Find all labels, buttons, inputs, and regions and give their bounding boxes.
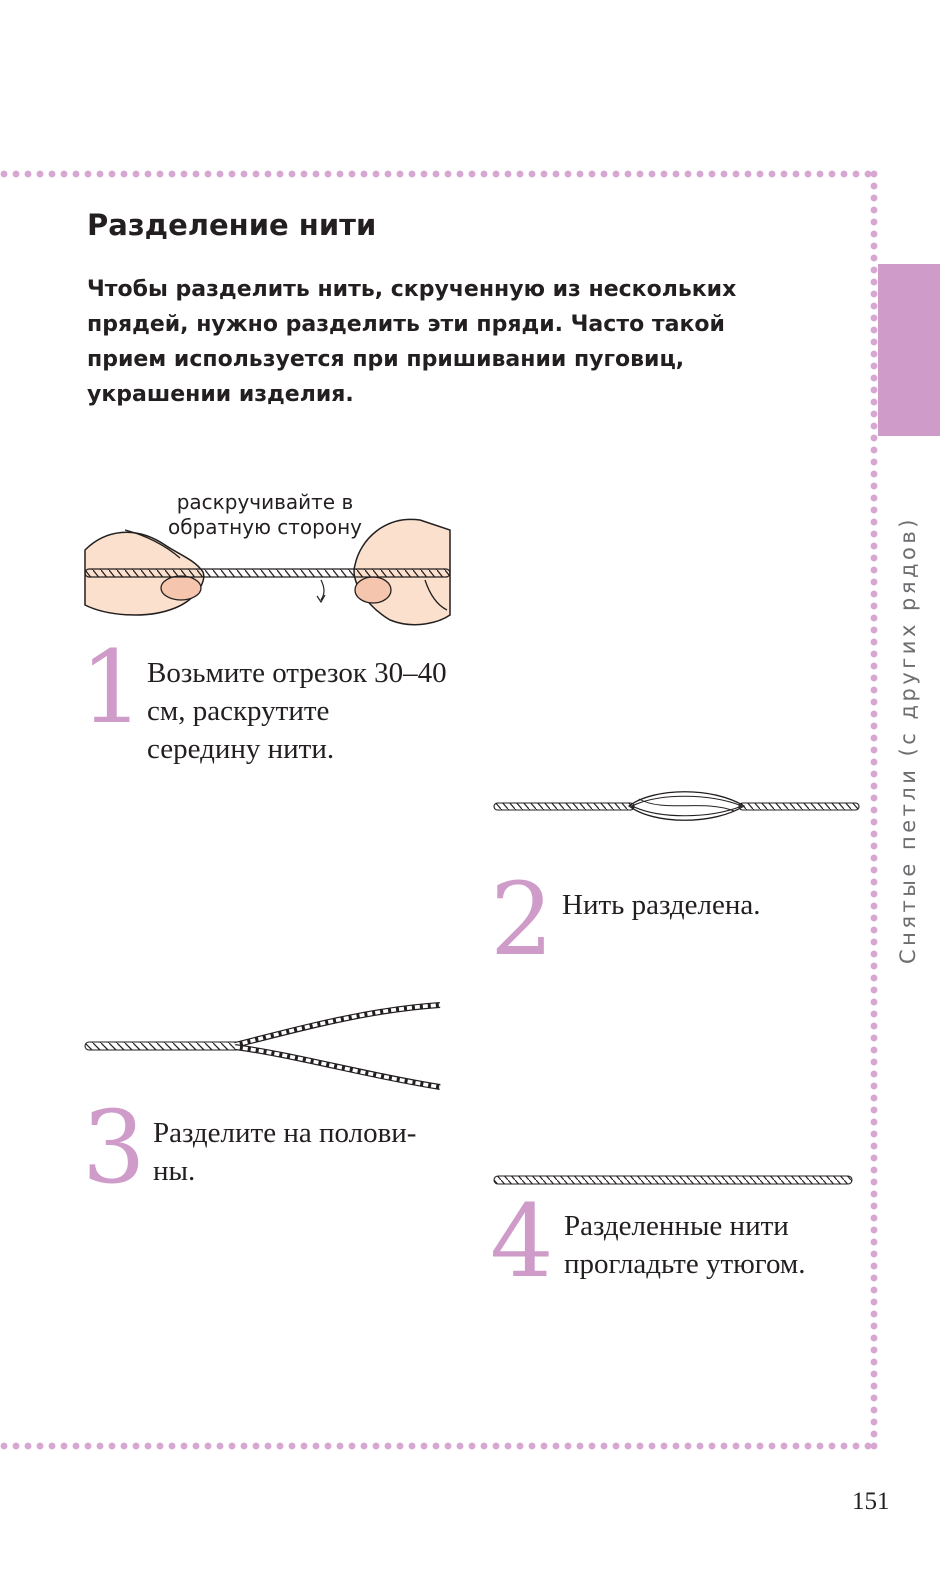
intro-paragraph: Чтобы разделить нить, скрученную из неск… [87,277,737,407]
hands-untwisting-illustration [84,518,451,626]
step-3-text: Разделите на полови-ны. [153,1117,417,1187]
step-2-text: Нить разделена. [562,889,761,921]
step-1-number: 1 [80,629,144,746]
section-title: Разделение нити [87,208,377,242]
rotation-arrow-icon [320,579,325,601]
step-3-number: 3 [82,1089,146,1206]
twisted-thread [84,568,451,578]
thread-split-illustration [84,1002,441,1090]
dotted-frame-bottom [0,1442,876,1450]
illustration-label: раскручивайте в обратную сторону [167,490,362,539]
dotted-frame-top [0,170,876,178]
step-4-number: 4 [490,1183,554,1300]
chapter-tab-marker [878,264,940,436]
dotted-frame-right [870,170,878,1450]
chapter-side-label: Снятые петли (с других рядов) [896,516,920,964]
step-4-text: Разделенные нити прогладьте утюгом. [564,1210,806,1280]
step-1-text: Возьмите отрезок 30–40 см, раскрутите се… [147,657,447,765]
step-2-number: 2 [490,861,554,978]
page-number: 151 [852,1488,890,1515]
thread-separated-illustration [493,791,860,821]
thread-pressed-illustration [493,1175,853,1185]
